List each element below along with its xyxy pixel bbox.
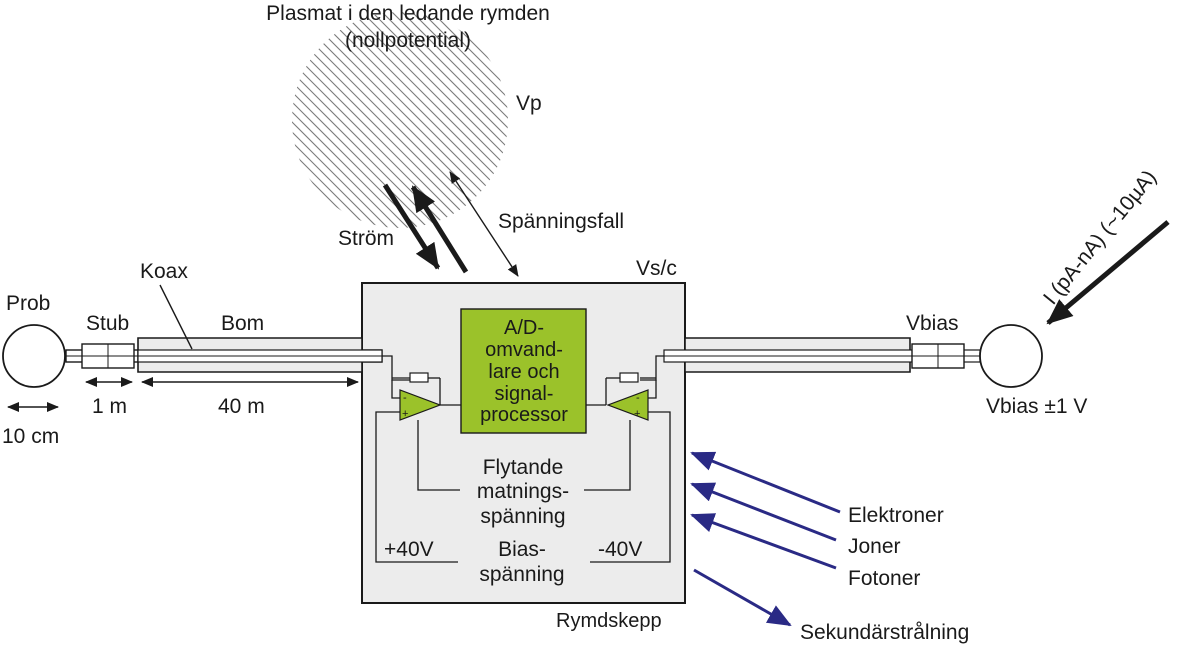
probe-sphere bbox=[2, 324, 66, 388]
opamp-left-minus: - bbox=[403, 392, 407, 404]
voltage-drop-arrow bbox=[449, 171, 519, 277]
probe-label: Prob bbox=[6, 292, 50, 315]
plasma-hatch-line bbox=[30, 0, 270, 240]
plasma-hatch-line bbox=[319, 12, 508, 228]
plasma-hatch-line bbox=[0, 0, 240, 240]
plasma-hatch-line bbox=[292, 12, 391, 228]
plasma-title-line1: Plasmat i den ledande rymden bbox=[266, 2, 550, 25]
plasma-hatch-line bbox=[292, 12, 381, 228]
current-range-label: I (pA-nA) (~10µA) bbox=[1039, 166, 1161, 309]
ions-arrow bbox=[690, 482, 837, 542]
processor-line-4: signal- bbox=[495, 383, 554, 405]
opamp-left-plus: + bbox=[402, 408, 408, 420]
internal-wiring bbox=[375, 355, 671, 563]
plasma-hatch-line bbox=[439, 12, 508, 228]
plasma-hatch-line bbox=[292, 12, 441, 228]
opamp-right-plus: + bbox=[634, 408, 640, 420]
plasma-hatch-line bbox=[389, 12, 508, 228]
plasma-hatch-line bbox=[459, 12, 508, 228]
bias-minus-label: -40V bbox=[598, 538, 642, 561]
stub-label: Stub bbox=[86, 312, 129, 335]
coax-label: Koax bbox=[140, 260, 188, 283]
plasma-hatch-line bbox=[292, 12, 301, 228]
plasma-hatch-line bbox=[399, 12, 508, 228]
stub-length-label: 1 m bbox=[92, 395, 127, 418]
plasma-hatch-line bbox=[309, 12, 508, 228]
secondary-emission-label: Sekundärstrålning bbox=[800, 621, 969, 644]
opamp-left bbox=[399, 389, 442, 421]
plasma-hatch-line bbox=[0, 0, 230, 240]
plasma-hatch-line bbox=[359, 12, 508, 228]
plasma-hatch-line bbox=[292, 12, 321, 228]
plasma-hatch-line bbox=[479, 12, 508, 228]
plasma-hatch-line bbox=[419, 12, 508, 228]
plasma-hatch-line bbox=[292, 12, 331, 228]
plasma-hatch-line bbox=[349, 12, 508, 228]
plasma-hatch-line bbox=[50, 0, 290, 240]
floating-supply-line-1: Flytande bbox=[483, 456, 564, 479]
plasma-hatch-line bbox=[369, 12, 508, 228]
processor-line-3: lare och bbox=[488, 361, 559, 383]
floating-supply-line-3: spänning bbox=[480, 505, 565, 528]
plasma-hatch-line bbox=[429, 12, 508, 228]
plasma-hatch-line bbox=[292, 12, 341, 228]
current-arrow-down bbox=[382, 183, 441, 270]
plasma-title-line2: (nollpotential) bbox=[345, 29, 471, 52]
probe-size-label: 10 cm bbox=[2, 425, 59, 448]
vbias-value-label: Vbias ±1 V bbox=[986, 395, 1087, 418]
plasma-hatch-line bbox=[292, 12, 431, 228]
plasma-hatch-line bbox=[469, 12, 508, 228]
processor-line-5: processor bbox=[480, 404, 568, 426]
opamp-right bbox=[606, 389, 649, 421]
floating-supply-line-2: matnings- bbox=[477, 480, 569, 503]
plasma-hatch-line bbox=[0, 0, 220, 240]
photons-label: Fotoner bbox=[848, 567, 920, 590]
boom-label: Bom bbox=[221, 312, 264, 335]
plasma-hatch-line bbox=[409, 12, 508, 228]
plasma-hatch-line bbox=[292, 12, 311, 228]
plasma-hatch-line bbox=[292, 12, 371, 228]
bias-supply-line-1: Bias- bbox=[498, 538, 546, 561]
opamp-right-minus: - bbox=[636, 392, 640, 404]
vbias-label: Vbias bbox=[906, 312, 959, 335]
plasma-hatch-line bbox=[329, 12, 508, 228]
plasma-hatch-line bbox=[40, 0, 280, 240]
secondary-emission-arrow bbox=[693, 568, 792, 627]
plasma-hatch-line bbox=[20, 0, 260, 240]
coax-pointer bbox=[159, 284, 193, 350]
plasma-hatch-line bbox=[489, 12, 508, 228]
bias-supply-line-2: spänning bbox=[479, 563, 564, 586]
feedback-resistor-right bbox=[619, 372, 639, 383]
plasma-hatch-line bbox=[292, 12, 351, 228]
bias-current-arrow bbox=[1046, 220, 1170, 325]
plasma-hatch-line bbox=[292, 12, 481, 228]
feedback-resistor-left bbox=[409, 372, 429, 383]
ad-signal-processor bbox=[460, 308, 587, 434]
bias-plus-label: +40V bbox=[384, 538, 434, 561]
electrons-label: Elektroner bbox=[848, 504, 944, 527]
processor-line-1: A/D- bbox=[504, 317, 544, 339]
plasma-hatch-line bbox=[292, 12, 411, 228]
plasma-hatch-line bbox=[292, 12, 361, 228]
voltage-drop-label: Spänningsfall bbox=[498, 210, 624, 233]
plasma-hatch-line bbox=[449, 12, 508, 228]
plasma-hatch-line bbox=[292, 12, 401, 228]
processor-line-2: omvand- bbox=[485, 339, 563, 361]
plasma-potential-label: Vp bbox=[516, 92, 542, 115]
current-label: Ström bbox=[338, 227, 394, 250]
boom-length-label: 40 m bbox=[218, 395, 265, 418]
bias-sphere bbox=[979, 324, 1043, 388]
ions-label: Joner bbox=[848, 535, 901, 558]
plasma-hatch-line bbox=[292, 12, 451, 228]
electrons-arrow bbox=[690, 451, 841, 514]
plasma-hatch-line bbox=[379, 12, 508, 228]
plasma-hatch-line bbox=[10, 0, 250, 240]
spacecraft-potential-label: Vs/c bbox=[636, 257, 677, 280]
plasma-hatch-line bbox=[499, 12, 508, 228]
photons-arrow bbox=[690, 513, 837, 570]
plasma-hatch-line bbox=[292, 12, 421, 228]
plasma-hatch-line bbox=[339, 12, 508, 228]
spacecraft-label: Rymdskepp bbox=[556, 610, 662, 632]
